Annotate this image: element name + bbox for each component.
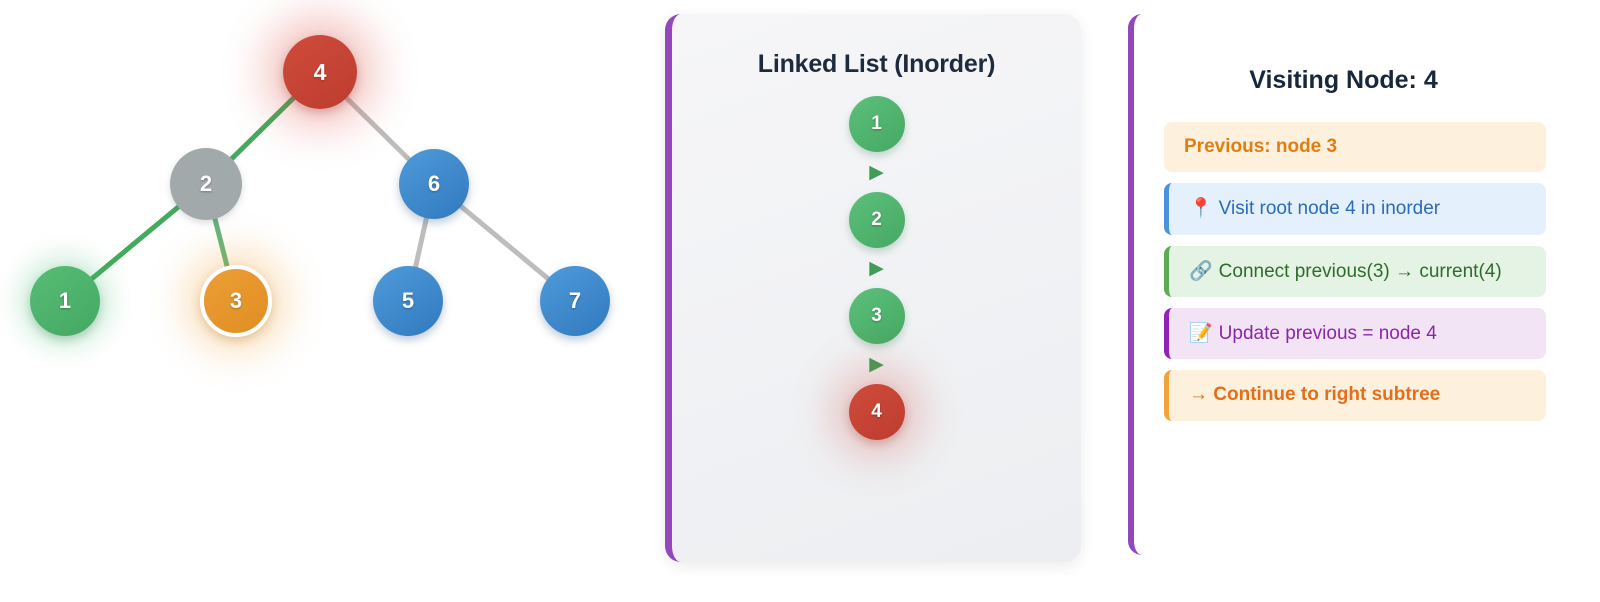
info-card-text: → Continue to right subtree bbox=[1189, 384, 1441, 406]
tree-edge bbox=[339, 90, 417, 167]
tree-node-3[interactable]: 3 bbox=[200, 265, 272, 337]
pin-icon: 📍 bbox=[1189, 197, 1213, 220]
info-card-conn: 🔗Connect previous(3) → current(4) bbox=[1164, 245, 1546, 297]
tree-edge bbox=[224, 90, 301, 166]
linked-list-panel: Linked List (Inorder) 1 ▶ 2 ▶ 3 ▶ 4 bbox=[665, 14, 1081, 562]
linked-list-chain: 1 ▶ 2 ▶ 3 ▶ 4 bbox=[672, 96, 1081, 440]
info-card-prev: Previous: node 3 bbox=[1164, 122, 1546, 173]
info-card-text: Previous: node 3 bbox=[1184, 136, 1338, 157]
memo-icon: 📝 bbox=[1189, 321, 1213, 344]
linked-list-arrow-icon: ▶ bbox=[869, 257, 884, 279]
tree-edge bbox=[210, 210, 232, 275]
linked-list-node-4[interactable]: 4 bbox=[848, 384, 905, 440]
tree-edges-layer bbox=[84, 90, 556, 286]
tree-node-1[interactable]: 1 bbox=[30, 266, 100, 336]
linked-list-arrow-icon: ▶ bbox=[869, 161, 884, 183]
linked-list-node-1[interactable]: 1 bbox=[848, 96, 905, 152]
tree-edge bbox=[411, 209, 431, 276]
tree-edge bbox=[453, 199, 556, 286]
tree-node-6[interactable]: 6 bbox=[399, 149, 469, 219]
linked-list-node-3[interactable]: 3 bbox=[848, 288, 905, 344]
tree-node-5[interactable]: 5 bbox=[373, 266, 443, 336]
info-card-upd: 📝Update previous = node 4 bbox=[1164, 307, 1546, 360]
linked-list-node-2[interactable]: 2 bbox=[848, 192, 905, 248]
linked-list-arrow-icon: ▶ bbox=[869, 353, 884, 375]
tree-node-7[interactable]: 7 bbox=[540, 266, 610, 336]
info-card-text: Visit root node 4 in inorder bbox=[1218, 198, 1441, 220]
info-card-text: Update previous = node 4 bbox=[1218, 322, 1437, 344]
info-card-visit: 📍Visit root node 4 in inorder bbox=[1164, 183, 1546, 235]
info-card-text: Connect previous(3) → current(4) bbox=[1218, 260, 1502, 282]
tree-node-4[interactable]: 4 bbox=[283, 35, 357, 109]
info-card-list: Previous: node 3 📍Visit root node 4 in in… bbox=[1134, 122, 1553, 421]
info-panel: Visiting Node: 4 Previous: node 3 📍Visit … bbox=[1128, 14, 1553, 555]
info-card-cont: → Continue to right subtree bbox=[1164, 370, 1546, 421]
tree-node-2[interactable]: 2 bbox=[170, 148, 242, 220]
linked-list-title: Linked List (Inorder) bbox=[757, 50, 996, 78]
visiting-node-title: Visiting Node: 4 bbox=[1249, 66, 1438, 94]
tree-edge bbox=[84, 200, 186, 286]
link-icon: 🔗 bbox=[1189, 259, 1213, 282]
